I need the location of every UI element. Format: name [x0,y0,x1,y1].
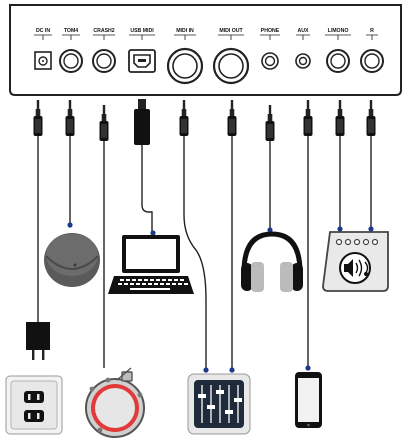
port-label-midi-out: MIDI OUT [219,28,243,34]
port-tom4[interactable] [59,49,83,73]
port-midi-in[interactable] [166,47,204,85]
port-phone[interactable] [261,52,279,70]
label-brackets [34,34,378,40]
connection-dots [67,222,374,373]
smartphone-icon [295,372,322,428]
speaker-icon [322,231,389,292]
port-r[interactable] [360,49,384,73]
cable-midi-in [183,136,207,370]
cables [37,136,372,370]
port-crash2[interactable] [92,49,116,73]
plug-usb-midi [134,99,150,145]
port-l-mono[interactable] [326,49,350,73]
cable-usb-midi [141,145,153,232]
laptop-icon [108,235,194,294]
port-midi-out[interactable] [212,47,250,85]
plug-dc-in [33,100,43,136]
headphones-icon [241,231,303,292]
plug-midi-out [227,100,237,136]
plug-tom4 [65,100,75,136]
port-label-aux: AUX [298,28,309,34]
plug-crash2 [99,105,109,141]
port-label-r: R [370,28,374,34]
plugs [33,99,376,145]
port-aux[interactable] [295,53,311,69]
drum-pad-icon [44,233,100,287]
plug-aux [303,100,313,136]
plug-midi-in [179,100,189,136]
port-label-l-mono: L/MONO [328,28,349,34]
port-label-usb-midi: USB MIDI [130,28,154,34]
port-label-tom4: TOM4 [64,28,78,34]
cymbal-icon [85,367,145,438]
power-adapter-icon [26,322,50,360]
port-label-dc-in: DC IN [36,28,50,34]
panel-outline [9,4,402,96]
rear-panel: DC IN TOM4 CRASH2 USB MIDI MIDI IN MIDI … [9,4,402,96]
plug-r [366,100,376,136]
plug-l-mono [335,100,345,136]
plug-phone [265,105,275,141]
port-label-phone: PHONE [261,28,280,34]
port-label-midi-in: MIDI IN [176,28,194,34]
mixer-icon [187,373,251,435]
port-label-crash2: CRASH2 [93,28,114,34]
power-outlet-icon [5,375,63,435]
port-dc-in[interactable] [34,51,52,70]
port-usb-midi[interactable] [128,49,156,73]
